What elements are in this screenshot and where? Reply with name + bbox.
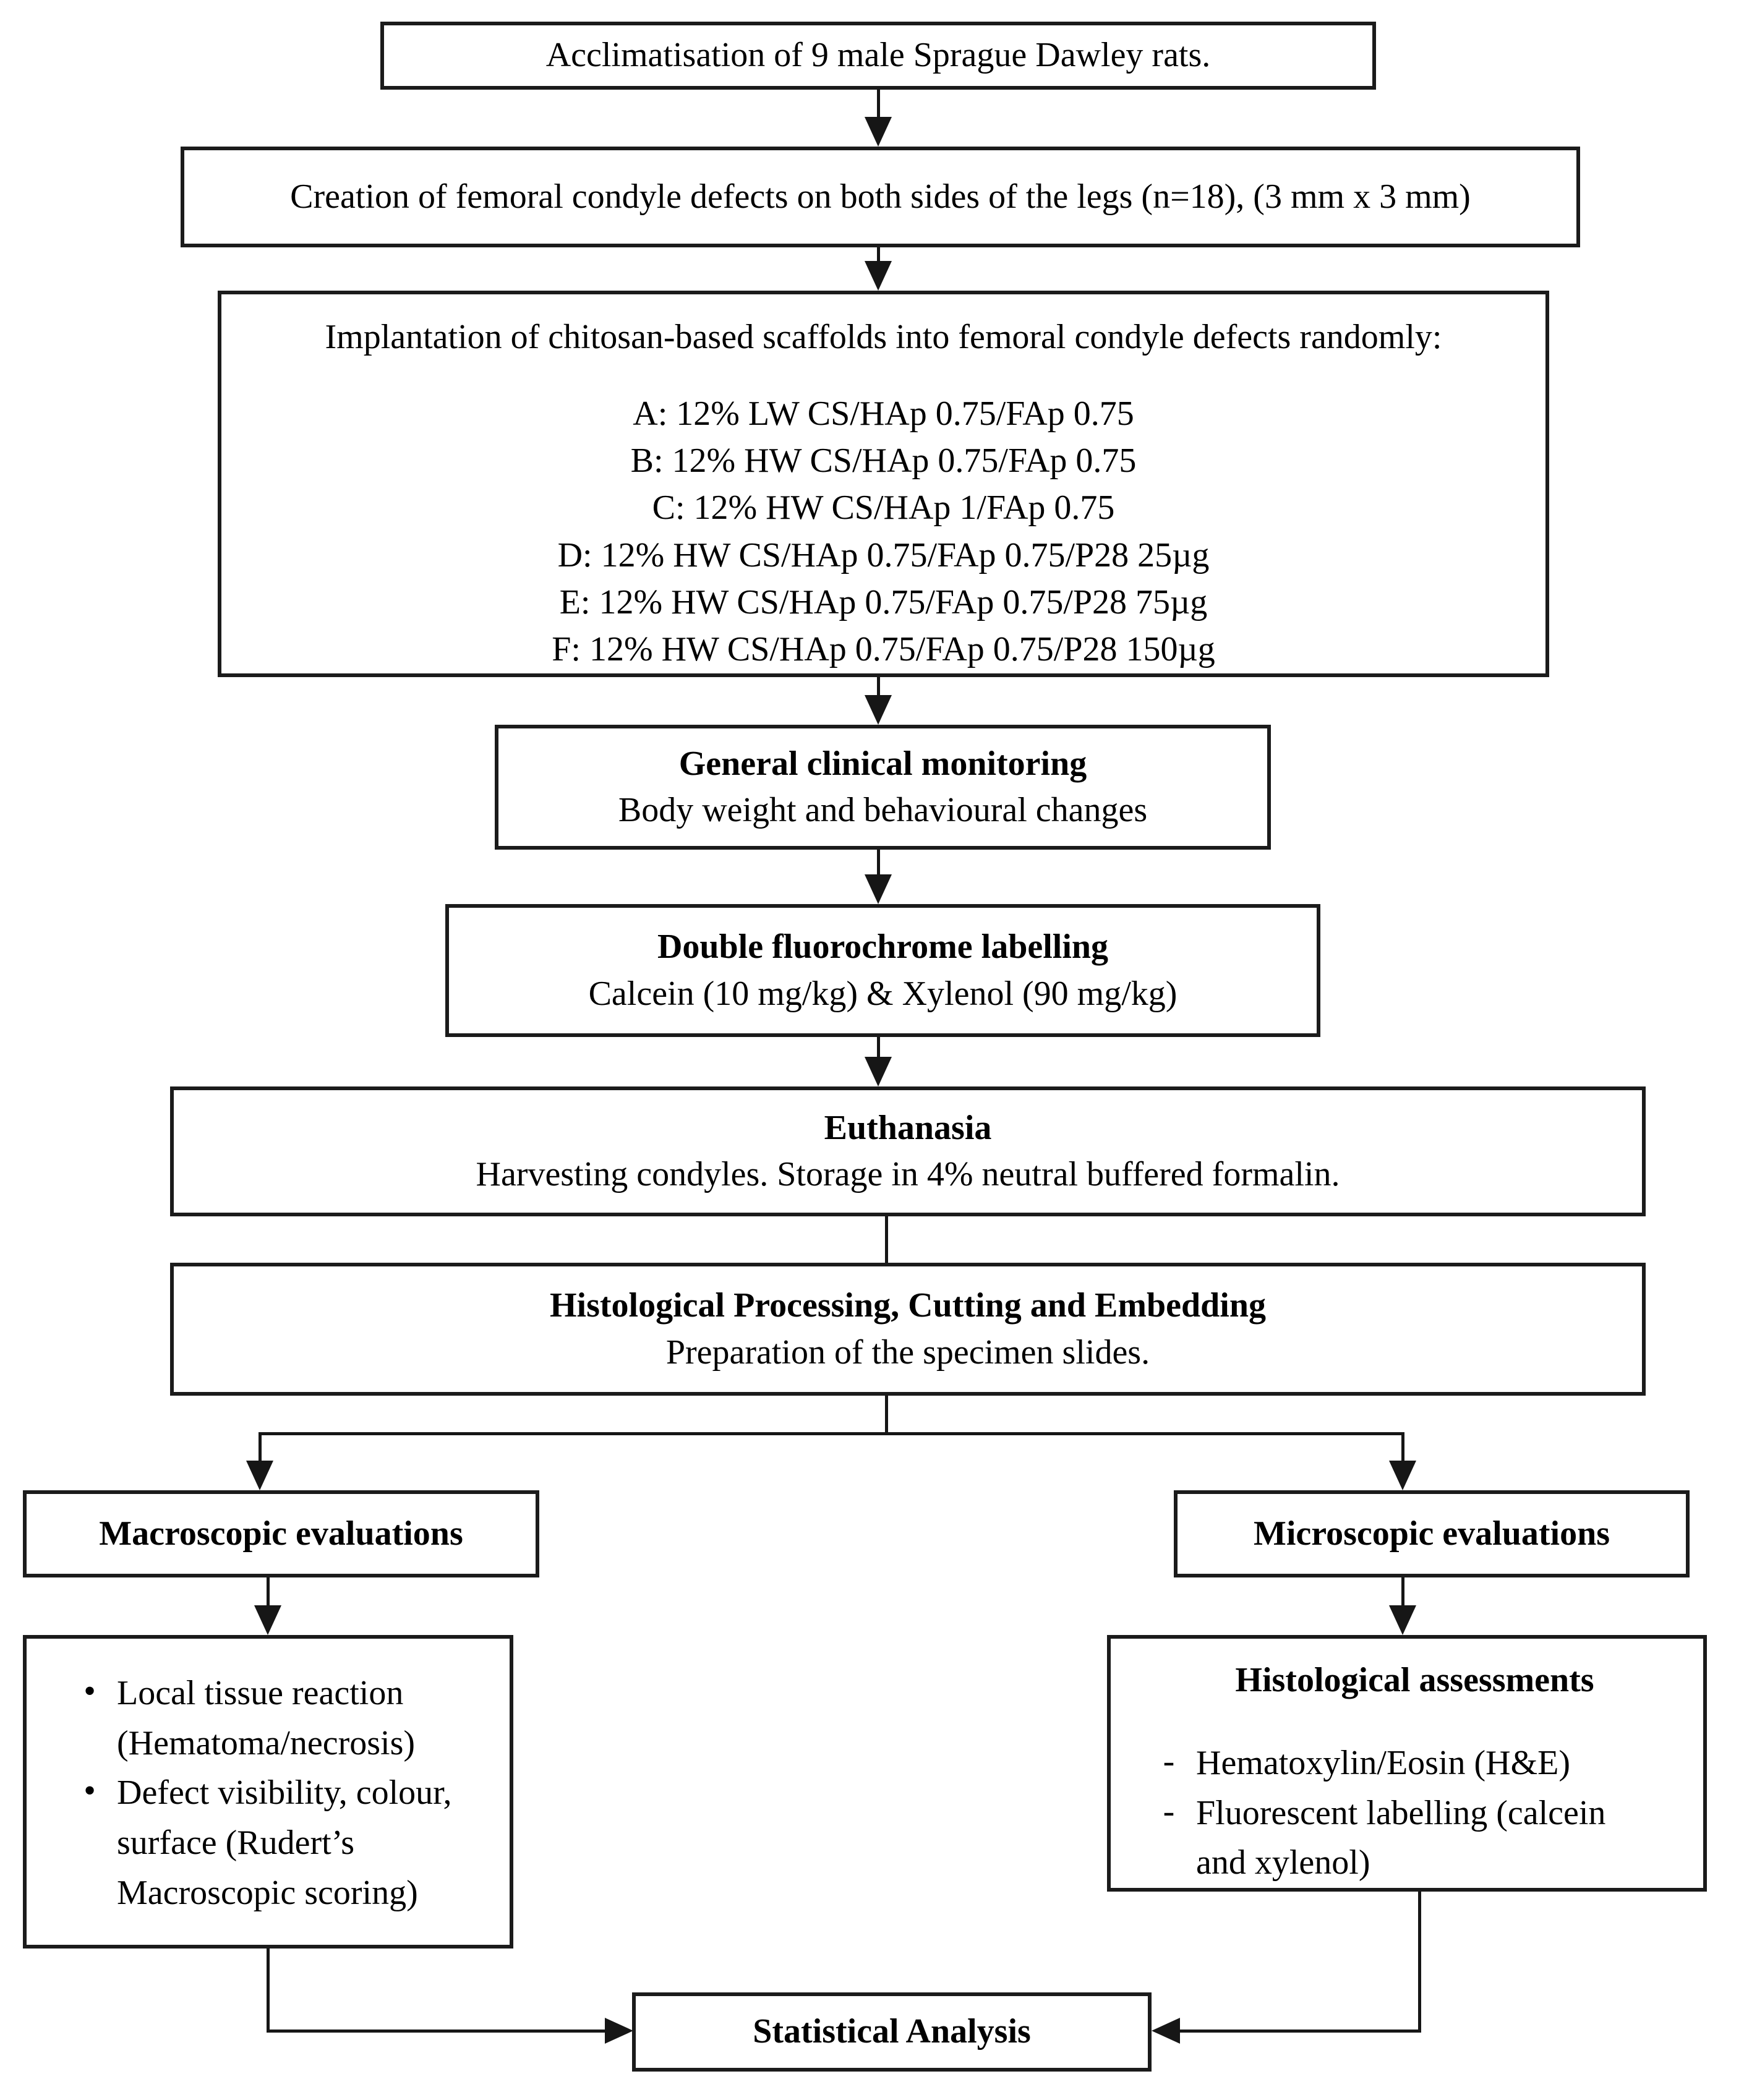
- arrow-fluorochrome-to-euthanasia-head: [865, 1057, 892, 1086]
- arrow-creation-to-implantation-head: [865, 261, 892, 291]
- arrow-acclimatisation-to-creation-line: [877, 90, 880, 119]
- arrow-macroscopic-to-details-head: [254, 1605, 281, 1635]
- scaffold-group: B: 12% HW CS/HAp 0.75/FAp 0.75: [630, 442, 1137, 480]
- branch-right-drop: [1401, 1432, 1404, 1463]
- node-statistical-analysis: Statistical Analysis: [632, 1992, 1152, 2072]
- branch-left-head: [246, 1461, 273, 1490]
- arrow-acclimatisation-to-creation-head: [865, 117, 892, 147]
- branch-stem: [885, 1396, 888, 1435]
- connector-assessments-across: [1180, 2030, 1421, 2033]
- node-defect-creation: Creation of femoral condyle defects on b…: [181, 147, 1580, 247]
- bullet-marker: •: [83, 1672, 96, 1710]
- dash-marker: -: [1163, 1742, 1175, 1781]
- list-item-text: Local tissue reaction (Hematoma/necrosis…: [117, 1674, 416, 1762]
- macroscopic-details-list: • Local tissue reaction (Hematoma/necros…: [62, 1668, 491, 1918]
- node-statistical-analysis-title: Statistical Analysis: [753, 2012, 1031, 2051]
- arrow-implantation-to-monitoring-line: [877, 677, 880, 698]
- branch-bar: [259, 1432, 1404, 1435]
- arrow-implantation-to-monitoring-head: [865, 695, 892, 725]
- scaffold-group: A: 12% LW CS/HAp 0.75/FAp 0.75: [633, 395, 1134, 433]
- node-monitoring-title: General clinical monitoring: [678, 744, 1087, 783]
- node-acclimatisation: Acclimatisation of 9 male Sprague Dawley…: [380, 22, 1376, 90]
- node-implantation-heading: Implantation of chitosan-based scaffolds…: [325, 318, 1442, 356]
- arrow-microscopic-to-assessments-line: [1401, 1577, 1404, 1608]
- node-microscopic: Microscopic evaluations: [1174, 1490, 1690, 1577]
- list-item: - Hematoxylin/Eosin (H&E): [1142, 1738, 1688, 1788]
- connector-details-head: [605, 2018, 633, 2044]
- arrow-fluorochrome-to-euthanasia-line: [877, 1037, 880, 1059]
- list-item-text: Hematoxylin/Eosin (H&E): [1196, 1744, 1571, 1783]
- connector-details-down: [267, 1948, 270, 2033]
- node-macroscopic: Macroscopic evaluations: [23, 1490, 539, 1577]
- scaffold-group-list: A: 12% LW CS/HAp 0.75/FAp 0.75 B: 12% HW…: [552, 390, 1215, 673]
- node-macroscopic-title: Macroscopic evaluations: [99, 1514, 463, 1553]
- node-monitoring: General clinical monitoring Body weight …: [495, 725, 1271, 850]
- node-histological-assessments-title: Histological assessments: [1235, 1661, 1594, 1699]
- list-item: - Fluorescent labelling (calcein and xyl…: [1142, 1788, 1688, 1888]
- node-fluorochrome: Double fluorochrome labelling Calcein (1…: [445, 904, 1320, 1037]
- connector-assessments-head: [1152, 2018, 1180, 2044]
- node-euthanasia-title: Euthanasia: [824, 1108, 992, 1147]
- node-processing-title: Histological Processing, Cutting and Emb…: [549, 1286, 1266, 1325]
- dash-marker: -: [1163, 1791, 1175, 1830]
- scaffold-group: D: 12% HW CS/HAp 0.75/FAp 0.75/P28 25µg: [557, 536, 1210, 574]
- arrow-monitoring-to-fluorochrome-head: [865, 874, 892, 904]
- node-histological-assessments: Histological assessments - Hematoxylin/E…: [1107, 1635, 1707, 1892]
- node-defect-creation-text: Creation of femoral condyle defects on b…: [290, 177, 1471, 216]
- arrow-monitoring-to-fluorochrome-line: [877, 850, 880, 877]
- list-item-text: Defect visibility, colour, surface (Rude…: [117, 1773, 452, 1912]
- node-acclimatisation-text: Acclimatisation of 9 male Sprague Dawley…: [545, 36, 1211, 75]
- list-item: • Local tissue reaction (Hematoma/necros…: [62, 1668, 491, 1768]
- node-fluorochrome-subtitle: Calcein (10 mg/kg) & Xylenol (90 mg/kg): [588, 974, 1178, 1013]
- connector-details-across: [267, 2030, 605, 2033]
- scaffold-group: C: 12% HW CS/HAp 1/FAp 0.75: [652, 489, 1115, 527]
- node-fluorochrome-title: Double fluorochrome labelling: [657, 928, 1109, 967]
- node-microscopic-title: Microscopic evaluations: [1253, 1514, 1610, 1553]
- connector-euthanasia-to-processing: [885, 1216, 888, 1263]
- bullet-marker: •: [83, 1772, 96, 1811]
- node-processing: Histological Processing, Cutting and Emb…: [170, 1263, 1646, 1396]
- list-item: • Defect visibility, colour, surface (Ru…: [62, 1768, 491, 1918]
- arrow-creation-to-implantation-line: [877, 247, 880, 263]
- arrow-microscopic-to-assessments-head: [1389, 1605, 1416, 1635]
- node-monitoring-subtitle: Body weight and behavioural changes: [618, 791, 1148, 829]
- list-item-text: Fluorescent labelling (calcein and xylen…: [1196, 1793, 1606, 1882]
- node-processing-subtitle: Preparation of the specimen slides.: [665, 1333, 1150, 1372]
- node-euthanasia-subtitle: Harvesting condyles. Storage in 4% neutr…: [476, 1155, 1340, 1193]
- node-macroscopic-details: • Local tissue reaction (Hematoma/necros…: [23, 1635, 513, 1948]
- histological-assessments-list: - Hematoxylin/Eosin (H&E) - Fluorescent …: [1142, 1738, 1688, 1888]
- scaffold-group: E: 12% HW CS/HAp 0.75/FAp 0.75/P28 75µg: [559, 583, 1208, 621]
- branch-right-head: [1389, 1461, 1416, 1490]
- scaffold-group: F: 12% HW CS/HAp 0.75/FAp 0.75/P28 150µg: [552, 630, 1215, 668]
- connector-assessments-down: [1418, 1892, 1421, 2033]
- node-euthanasia: Euthanasia Harvesting condyles. Storage …: [170, 1086, 1646, 1216]
- branch-left-drop: [259, 1432, 262, 1463]
- node-implantation: Implantation of chitosan-based scaffolds…: [218, 291, 1549, 677]
- arrow-macroscopic-to-details-line: [267, 1577, 270, 1608]
